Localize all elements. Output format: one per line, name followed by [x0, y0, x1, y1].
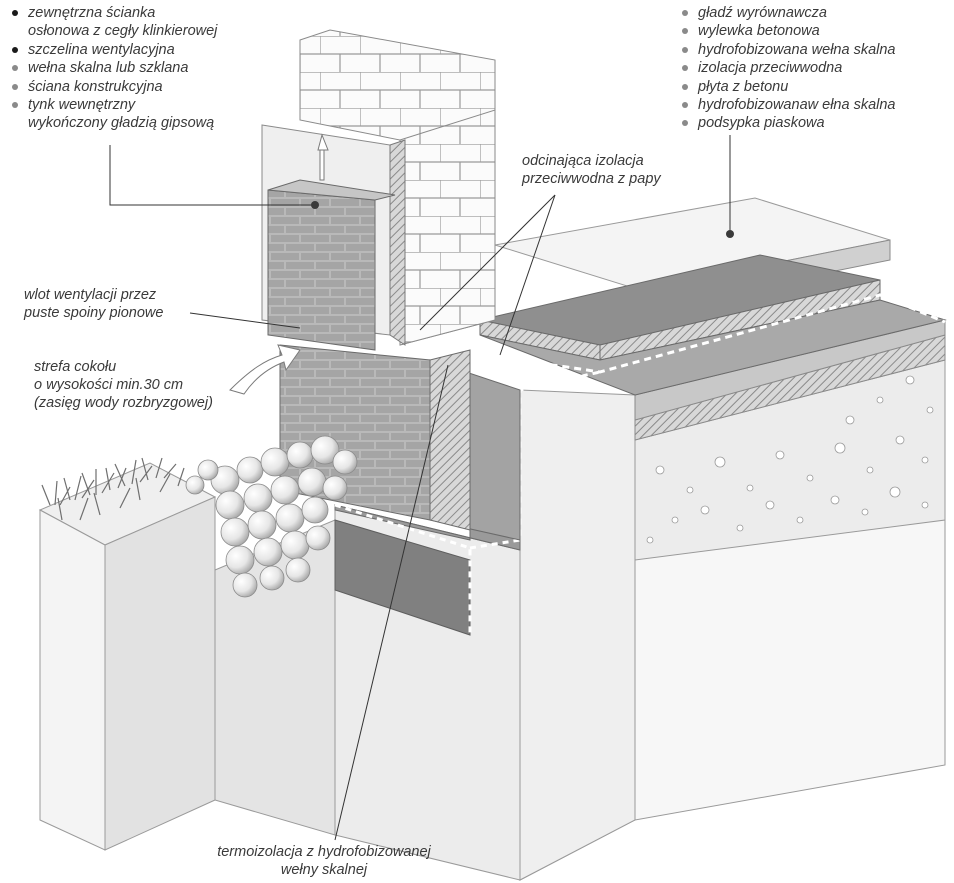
floor-layers [479, 197, 947, 396]
papa-label: odcinająca izolacja przeciwwodna z papy [522, 153, 661, 187]
wlot-label: wlot wentylacji przez puste spoiny piono… [24, 287, 164, 321]
bullet-icon [682, 83, 688, 90]
bullet-icon [12, 46, 18, 53]
cokol-label: strefa cokołu o wysokości min.30 cm (zas… [34, 359, 213, 411]
sand-bedding-dots [646, 375, 934, 544]
list-item: wełna skalna lub szklana [6, 59, 217, 77]
gravel-strip [185, 435, 358, 598]
bullet-icon [12, 83, 18, 90]
bullet-icon [682, 46, 688, 53]
right-layer-list: gładź wyrównawcza wylewka betonowa hydro… [676, 4, 896, 133]
bullet-icon [682, 102, 688, 109]
bullet-icon [12, 10, 18, 16]
list-item: hydrofobizowana wełna skalna [676, 41, 896, 59]
bullet-icon [12, 102, 18, 109]
leader-dots [311, 201, 734, 238]
list-item: podsypka piaskowa [676, 114, 896, 132]
list-item: ściana konstrukcyjna [6, 78, 217, 96]
list-item: zewnętrzna ścianka osłonowa z cegły klin… [6, 4, 217, 41]
thermal-insulation [429, 349, 521, 541]
bullet-icon [12, 65, 18, 72]
list-item: izolacja przeciwwodna [676, 59, 896, 77]
bullet-icon [682, 28, 688, 35]
floor-slab-block [519, 319, 946, 881]
list-item: tynk wewnętrzny wykończony gładzią gipso… [6, 96, 217, 133]
bullet-icon [682, 65, 688, 72]
list-item: hydrofobizowanaw ełna skalna [676, 96, 896, 114]
list-item: gładź wyrównawcza [676, 4, 896, 22]
leader-lines [109, 135, 731, 841]
ventilation-arrow [229, 344, 301, 395]
list-item: wylewka betonowa [676, 22, 896, 40]
bullet-icon [682, 10, 688, 16]
construction-wall [261, 29, 496, 346]
left-layer-list: zewnętrzna ścianka osłonowa z cegły klin… [6, 4, 217, 133]
grass-tufts [41, 457, 185, 521]
list-item: płyta z betonu [676, 78, 896, 96]
termo-label: termoizolacja z hydrofobizowanej wełny s… [217, 844, 431, 878]
bullet-icon [682, 120, 688, 127]
grass-bed [38, 457, 217, 851]
list-item: szczelina wentylacyjna [6, 41, 217, 59]
